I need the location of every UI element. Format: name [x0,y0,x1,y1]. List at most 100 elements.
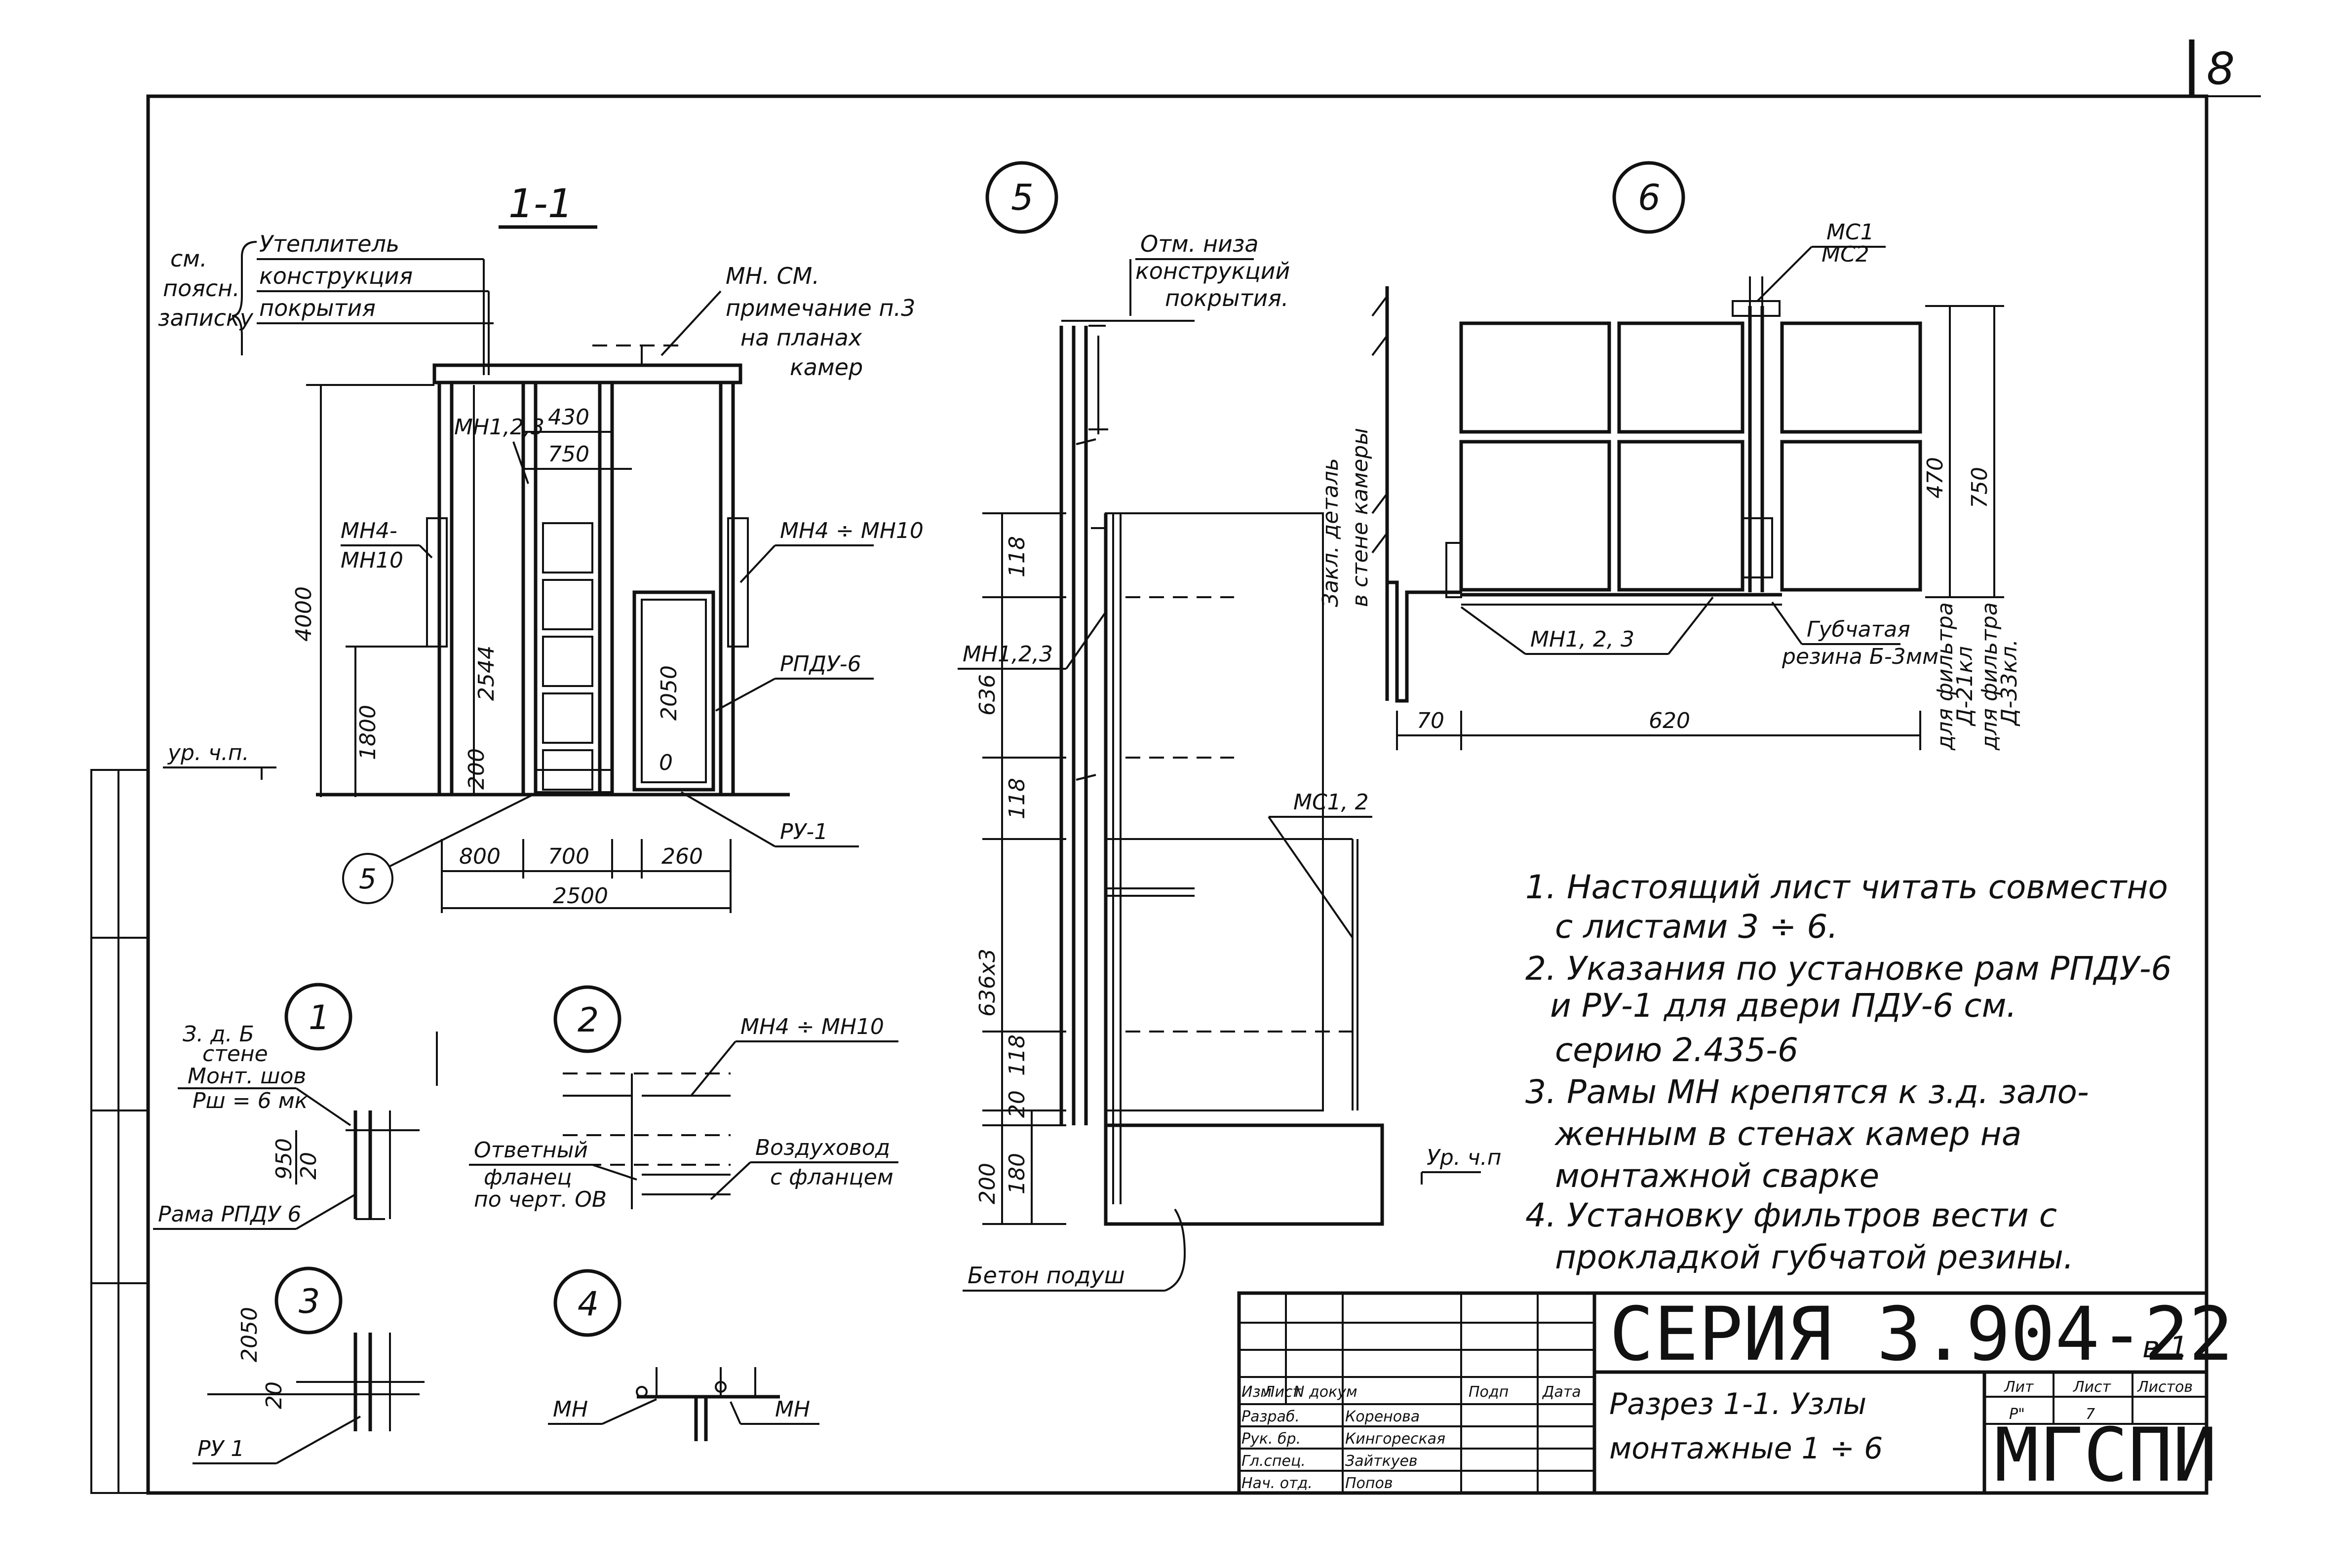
filter-label: для фильтра [1933,602,1958,751]
name: Кингореская [1345,1430,1445,1448]
col-header: Изм [1241,1383,1272,1401]
mn-note: примечание п.3 [726,295,915,321]
dim-750: 750 [548,442,589,467]
node-6: 6 МС1 МС2 Закл. деталь в стене камеры [1318,161,2022,751]
mn-left-label: МН [553,1397,588,1422]
ru1-label: РУ 1 [197,1436,244,1461]
role: Разраб. [1241,1408,1300,1425]
col-header: Подп [1469,1383,1509,1401]
dim-700: 700 [548,844,589,869]
role: Нач. отд. [1241,1475,1313,1492]
node1-label: З. д. Б [183,1022,254,1047]
dim-470: 470 [1923,457,1948,498]
dim-1800: 1800 [355,705,381,760]
node-number: 2 [578,1001,599,1040]
col-header: Дата [1542,1383,1581,1401]
filter-label: Д-21кл [1952,646,1977,727]
node2-right-label: Воздуховод [755,1135,890,1160]
col-header: Листов [2137,1378,2193,1396]
name: Коренова [1345,1408,1420,1425]
col-header: N докум [1293,1383,1357,1401]
col-header: Лист [2073,1378,2112,1396]
dim-180: 180 [1005,1153,1030,1194]
node-ref-5: 5 [359,863,377,895]
node-1: 1 З. д. Б стене Монт. шов Рш = 6 мк 950 … [153,983,438,1230]
note-line: 1. Настоящий лист читать совместно [1525,868,2168,906]
frame-label: Рама РПДУ 6 [158,1202,301,1227]
sheet-frame: 8 [90,39,2261,1495]
mn4-left-label: МН10 [341,548,403,573]
callout-prefix: см. [170,245,207,272]
name: Попов [1345,1475,1393,1492]
dim-200: 200 [975,1163,1000,1204]
mn-note: на планах [740,324,862,351]
node1-label: Монт. шов [188,1064,306,1089]
lit-value: Р" [2009,1406,2025,1423]
col-header: Лит [2004,1378,2034,1396]
notes: 1. Настоящий лист читать совместно с лис… [1525,868,2172,1276]
node-number: 3 [299,1282,320,1321]
embed-label: Закл. деталь [1318,458,1343,607]
dim-636: 636 [975,674,1000,716]
node-number: 1 [309,998,330,1037]
dim-750: 750 [1967,467,1992,508]
mn123-label: МН1,2,3 [963,642,1053,667]
node5-top-label: покрытия. [1165,285,1289,311]
dim-0: 0 [659,750,673,775]
mn123-label: МН1,2,3 [454,415,544,440]
dim-4000: 4000 [291,586,316,642]
dim-2544: 2544 [474,646,499,701]
node5-top-label: Отм. низа [1140,230,1259,257]
ru1-label: РУ-1 [780,819,828,844]
col-header: Лист [1263,1383,1302,1401]
rpdu-label: РПДУ-6 [780,651,861,677]
page-number: 8 [2207,43,2235,95]
note-line: и РУ-1 для двери ПДУ-6 см. [1550,987,2016,1025]
note-line: 3. Рамы МН крепятся к з.д. зало- [1525,1073,2089,1111]
dim-950: 950 [271,1138,297,1180]
section-1-1: 1-1 см. поясн. записку Утеплитель констр… [158,181,924,913]
title-block: СЕРИЯ 3.904-22 в.1 Разрез 1-1. Узлы монт… [1237,1291,2233,1498]
mn-right-label: МН [775,1397,810,1422]
layer-label: Утеплитель [259,230,399,257]
node2-left-label: фланец [484,1165,572,1190]
dim-118: 118 [1005,536,1030,577]
role: Гл.спец. [1241,1453,1306,1470]
mn4-right-label: МН4 ÷ МН10 [780,518,924,543]
node-number: 4 [578,1285,599,1324]
mn-note: камер [790,354,863,381]
node5-top-label: конструкций [1135,258,1290,284]
node1-label: стене [202,1041,268,1067]
dim-118: 118 [1005,1034,1030,1076]
drawing-title: Разрез 1-1. Узлы [1609,1387,1866,1421]
drawing-title: монтажные 1 ÷ 6 [1609,1431,1883,1466]
node-2: 2 МН4 ÷ МН10 Ответный фланец по черт. ОВ… [469,985,898,1212]
dim-118: 118 [1005,778,1030,819]
note-line: серию 2.435-6 [1555,1031,1798,1069]
node2-right-label: с фланцем [770,1165,893,1190]
name: Зайткуев [1345,1453,1418,1470]
filter-label: Д-33кл. [1997,639,2022,727]
note-line: женным в стенах камер на [1554,1115,2021,1153]
dim-2050: 2050 [657,665,682,721]
note-line: прокладкой губчатой резины. [1555,1238,2074,1276]
node2-mn-label: МН4 ÷ МН10 [740,1014,884,1039]
note-line: 4. Установку фильтров вести с [1525,1196,2057,1234]
dim-636x3: 636х3 [975,949,1000,1017]
series-number: СЕРИЯ 3.904-22 [1609,1292,2233,1377]
note-line: с листами 3 ÷ 6. [1555,908,1838,946]
node-5: 5 Отм. низа конструкций покрытия. [958,161,1501,1292]
dim-260: 260 [661,844,703,869]
node-3: 3 2050 20 РУ 1 [193,1266,425,1464]
dim-2500: 2500 [553,883,608,909]
sheet-value: 7 [2086,1406,2095,1423]
layer-label: покрытия [259,295,376,321]
filter-label: для фильтра [1977,602,2002,751]
callout-prefix: поясн. [163,275,240,302]
series-issue: в.1 [2142,1330,2188,1365]
rubber-label: резина Б-3мм [1782,644,1938,669]
dim-20: 20 [262,1381,287,1409]
level-label: Ур. ч.п [1427,1145,1501,1170]
node-number: 6 [1638,177,1661,218]
